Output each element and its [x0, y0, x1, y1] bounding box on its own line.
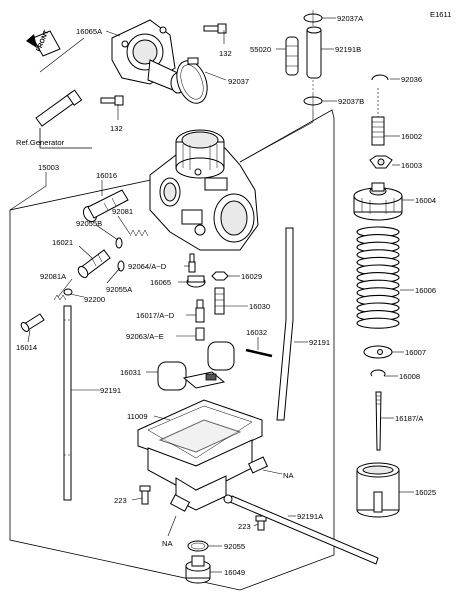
label-92081: 92081	[112, 207, 133, 216]
label-16008: 16008	[399, 372, 420, 381]
nut-16003-part	[369, 155, 393, 169]
label-NA-right: NA	[283, 471, 294, 480]
circlip-92036-part	[371, 74, 389, 81]
leader-lines-top-left	[39, 30, 227, 120]
screw-223a-part	[139, 485, 151, 505]
holder-16065-part	[186, 275, 206, 288]
adjuster-16002-part	[371, 116, 385, 146]
clip-92037A-part	[303, 10, 323, 26]
float-16031-part	[157, 341, 235, 391]
label-92036: 92036	[401, 75, 422, 84]
hose-92191A-part	[223, 494, 379, 565]
label-92191-left: 92191	[100, 386, 121, 395]
label-223a: 223	[114, 496, 127, 505]
label-92064: 92064/A~D	[128, 262, 167, 271]
spring-92081-part	[129, 229, 149, 237]
bolt-132-top	[203, 23, 227, 34]
label-92191B: 92191B	[335, 45, 361, 54]
label-92055: 92055	[224, 542, 245, 551]
label-16065: 16065	[150, 278, 171, 287]
label-16032: 16032	[246, 328, 267, 337]
label-NA-bottom: NA	[162, 539, 173, 548]
label-132-top: 132	[219, 49, 232, 58]
screw-16014-part	[20, 313, 45, 332]
oring-92055-part	[187, 540, 209, 552]
label-92037B: 92037B	[338, 97, 364, 106]
plunger-16016-part	[82, 189, 129, 223]
figure-code: E1611	[430, 10, 451, 19]
throttle-valve-16025-part	[356, 462, 400, 518]
label-92191-right: 92191	[309, 338, 330, 347]
jet-16017-part	[195, 299, 205, 323]
label-223b: 223	[238, 522, 251, 531]
label-92055B: 92055B	[76, 219, 102, 228]
label-92191A: 92191A	[297, 512, 324, 521]
label-92055A: 92055A	[106, 285, 133, 294]
hose-clamp-part	[176, 57, 208, 104]
label-55020: 55020	[250, 45, 271, 54]
leader-lines-main	[27, 180, 308, 573]
pin-16032-part	[245, 348, 273, 358]
washer-92200-part	[63, 288, 73, 296]
ref-generator-hose	[35, 89, 92, 149]
oring-92055B-part	[115, 237, 123, 249]
label-16007: 16007	[405, 348, 426, 357]
bolt-132-bottom	[100, 95, 124, 106]
float-chamber-11009-part	[137, 399, 269, 512]
plate-16007-part	[363, 345, 393, 359]
label-132-bottom: 132	[110, 124, 123, 133]
label-16004: 16004	[415, 196, 436, 205]
label-16021: 16021	[52, 238, 73, 247]
nut-16029-part	[211, 271, 229, 281]
carburetor-body-part	[149, 129, 259, 251]
tube-55020-part	[285, 36, 299, 76]
hose-92191B-part	[306, 26, 322, 79]
label-92081A: 92081A	[40, 272, 67, 281]
hose-92191-right-part	[276, 227, 294, 421]
leader-lines-right-top	[377, 78, 414, 201]
ref-generator-label: Ref.Generator	[16, 138, 65, 147]
needle-16187-part	[375, 391, 382, 451]
label-16006: 16006	[415, 286, 436, 295]
label-92200: 92200	[84, 295, 105, 304]
label-16049: 16049	[224, 568, 245, 577]
label-16003: 16003	[401, 161, 422, 170]
needle-jet-16030-part	[214, 287, 225, 315]
jet-92063-part	[195, 327, 205, 341]
label-11009: 11009	[127, 412, 148, 421]
spring-coil	[356, 317, 400, 329]
intake-manifold-part	[111, 19, 186, 94]
label-16016: 16016	[96, 171, 117, 180]
screw-16021-part	[77, 249, 111, 278]
leader-lines-right-bottom	[380, 289, 414, 493]
label-16187: 16187/A	[395, 414, 424, 423]
plug-16049-part	[185, 555, 211, 584]
label-92063: 92063/A~E	[126, 332, 164, 341]
label-16030: 16030	[249, 302, 270, 311]
label-92037: 92037	[228, 77, 249, 86]
label-16017: 16017/A~D	[136, 311, 175, 320]
clip-16008-part	[370, 369, 386, 377]
label-92037A: 92037A	[337, 14, 364, 23]
cap-16004-part	[353, 182, 403, 221]
label-16002: 16002	[401, 132, 422, 141]
jet-92064-part	[188, 253, 196, 273]
label-16029: 16029	[241, 272, 262, 281]
clip-92037B-part	[303, 80, 323, 110]
label-16025: 16025	[415, 488, 436, 497]
spring-16006-part	[356, 226, 400, 329]
assembly-frame	[9, 109, 335, 591]
front-arrow-icon: FRONT	[26, 29, 61, 57]
screw-223b-part	[255, 515, 267, 531]
spring-92081A-part	[53, 294, 67, 301]
label-16014: 16014	[16, 343, 37, 352]
label-16031: 16031	[120, 368, 141, 377]
label-16065A: 16065A	[76, 27, 103, 36]
hose-92191-left-part	[63, 305, 72, 501]
label-15003: 15003	[38, 163, 59, 172]
